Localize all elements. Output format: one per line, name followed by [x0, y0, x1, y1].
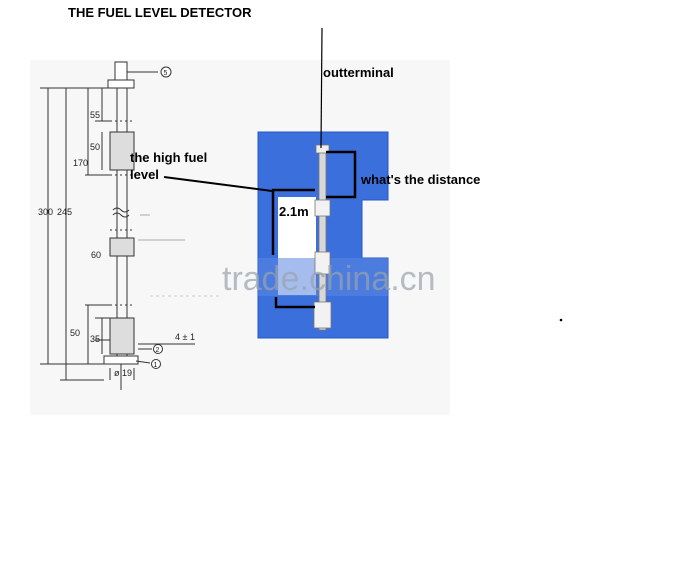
float-bottom [109, 317, 135, 355]
high-fuel-label-line2: level [130, 167, 159, 182]
callout-1: 1 [154, 362, 158, 369]
distance-bracket [326, 150, 357, 199]
dim-35: 35 [90, 334, 100, 344]
dim-60: 60 [91, 250, 101, 260]
callout-1-circle [151, 359, 161, 369]
rod-base [103, 355, 139, 365]
tank-panel [257, 131, 389, 339]
stray-dot [559, 318, 563, 322]
dim-tolerance: 4 ± 1 [175, 332, 195, 342]
watermark: trade.china.cn [222, 260, 436, 298]
high-fuel-label-line1: the high fuel [130, 150, 207, 165]
length-label: 2.1m [279, 204, 309, 219]
length-bracket [271, 188, 315, 255]
dimension-labels: 300 245 170 55 50 60 50 35 4 ± 1 ø 19 5 … [38, 70, 195, 378]
length-bracket-bottom [274, 297, 315, 309]
dim-50-bottom: 50 [70, 328, 80, 338]
dim-50-top: 50 [90, 142, 100, 152]
terminal-cap [114, 61, 128, 81]
dim-55: 55 [90, 110, 100, 120]
technical-drawing [30, 60, 450, 415]
sensor-float-mid [314, 251, 331, 275]
callout-5-circle [160, 66, 172, 78]
float-top [109, 131, 135, 171]
high-fuel-pointer [163, 176, 273, 192]
annotation-labels: outterminal the high fuel level what's t… [130, 65, 480, 219]
dim-245: 245 [57, 207, 72, 217]
float-middle [109, 237, 135, 257]
terminal-wire [320, 27, 323, 149]
sensor-float-bottom [313, 301, 332, 329]
distance-question-label: what's the distance [360, 172, 480, 187]
outterminal-label: outterminal [323, 65, 394, 80]
dim-diameter: ø 19 [114, 368, 132, 378]
diagram-title: THE FUEL LEVEL DETECTOR [68, 5, 252, 20]
sensor-float-top [314, 199, 331, 217]
annotation-lines [163, 27, 357, 309]
callout-2: 2 [156, 347, 160, 354]
callout-5: 5 [164, 70, 168, 77]
dim-170: 170 [73, 158, 88, 168]
dim-300: 300 [38, 207, 53, 217]
